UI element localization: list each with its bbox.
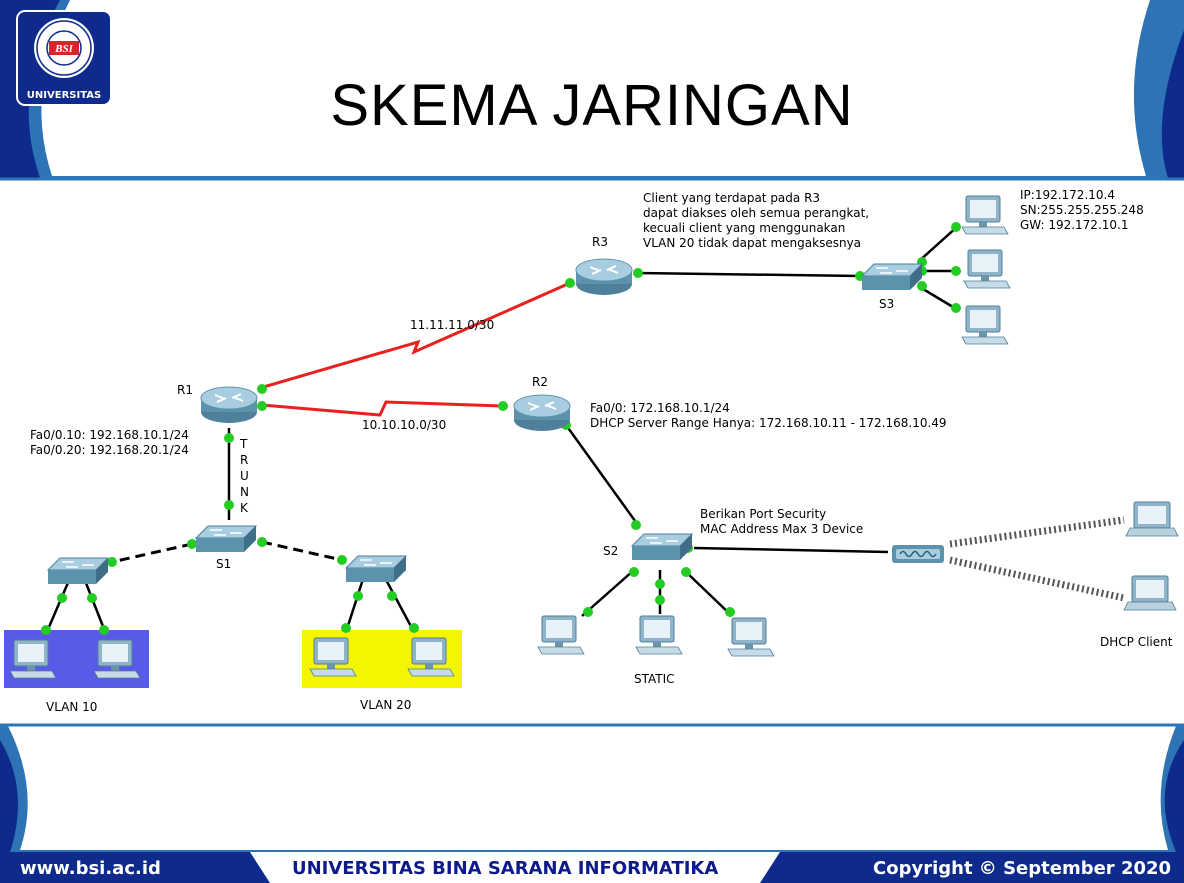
wireless-link-2 [949,556,1125,602]
svg-text:U: U [240,469,249,483]
network-diagram: R1 R2 R3 S1 S2 S3 11.11.11.0/30 10.10.10… [4,186,1179,714]
svg-text:MAC Address Max 3 Device: MAC Address Max 3 Device [700,522,863,536]
label-s2: S2 [603,544,618,558]
svg-text:SN:255.255.255.248: SN:255.255.255.248 [1020,203,1144,217]
switch-s3[interactable] [861,263,923,291]
pc-s3-1[interactable] [961,195,1009,235]
pc-static-1[interactable] [537,615,585,655]
link-swr-pc2 [382,575,416,633]
footer-website[interactable]: www.bsi.ac.id [20,858,161,879]
logo-caption: UNIVERSITAS [27,90,101,101]
wireless-link-1 [949,516,1125,548]
link-s1-sw-left [111,542,193,564]
link-swl-pc2 [82,577,108,635]
svg-text:DHCP Server Range Hanya: 172.1: DHCP Server Range Hanya: 172.168.10.11 -… [590,416,947,430]
link-r1-r3 [259,281,571,390]
footer-bar: www.bsi.ac.id UNIVERSITAS BINA SARANA IN… [0,852,1184,883]
label-r2: R2 [532,375,548,389]
router-r3[interactable] [575,258,633,296]
label-r1: R1 [177,383,193,397]
svg-text:VLAN 20 tidak dapat mengaksesn: VLAN 20 tidak dapat mengaksesnya [643,236,861,250]
link-swr-pc1 [344,575,366,633]
switch-vlan10[interactable] [47,557,109,585]
svg-text:T: T [239,437,248,451]
switch-s1[interactable] [195,525,257,553]
svg-text:IP:192.172.10.4: IP:192.172.10.4 [1020,188,1115,202]
bsi-logo: BSI UNIVERSITAS [16,10,112,106]
s3-ip-info: IP:192.172.10.4 SN:255.255.255.248 GW: 1… [1016,186,1158,234]
label-r3: R3 [592,235,608,249]
router-r1[interactable] [200,386,258,424]
page-title: SKEMA JARINGAN [330,73,854,138]
svg-text:N: N [240,485,249,499]
r3-note: Client yang terdapat pada R3 dapat diaks… [638,188,900,256]
logo-initials: BSI [54,43,73,55]
link-swl-pc1 [44,577,72,635]
pc-static-3[interactable] [727,617,775,657]
svg-text:Fa0/0.20: 192.168.20.1/24: Fa0/0.20: 192.168.20.1/24 [30,443,189,457]
svg-text:GW: 192.172.10.1: GW: 192.172.10.1 [1020,218,1128,232]
label-link-r1-r2: 10.10.10.0/30 [362,418,446,432]
access-point[interactable] [891,544,945,564]
label-vlan20: VLAN 20 [360,698,411,712]
link-r2-s2 [564,424,640,526]
pc-s3-2[interactable] [963,249,1011,289]
laptop-dhcp-1[interactable] [1125,501,1179,537]
label-link-r1-r3: 11.11.11.0/30 [410,318,494,332]
link-r1-r2 [261,400,503,417]
footer-university: UNIVERSITAS BINA SARANA INFORMATIKA [292,858,719,879]
label-static: STATIC [634,672,675,686]
svg-text:K: K [240,501,249,515]
link-s2-ap [693,546,889,554]
link-r3-s3 [637,271,861,278]
link-s3-pc1 [917,225,959,263]
label-s1: S1 [216,557,231,571]
pc-s3-3[interactable] [961,305,1009,345]
pc-static-2[interactable] [635,615,683,655]
link-s2-pc3 [683,569,733,617]
label-vlan10: VLAN 10 [46,700,97,714]
svg-text:Fa0/0: 172.168.10.1/24: Fa0/0: 172.168.10.1/24 [590,401,730,415]
label-s3: S3 [879,297,894,311]
r1-interface-info: Fa0/0.10: 192.168.10.1/24 Fa0/0.20: 192.… [30,428,189,457]
s2-port-security-note: Berikan Port Security MAC Address Max 3 … [696,504,888,536]
label-dhcp-client: DHCP Client [1100,635,1173,649]
link-s1-sw-right [261,540,343,562]
svg-text:Fa0/0.10: 192.168.10.1/24: Fa0/0.10: 192.168.10.1/24 [30,428,189,442]
svg-text:Berikan Port Security: Berikan Port Security [700,507,826,521]
laptop-dhcp-2[interactable] [1123,575,1177,611]
svg-text:kecuali client yang menggunaka: kecuali client yang menggunakan [643,221,845,235]
switch-s2[interactable] [631,533,693,561]
svg-text:Client yang terdapat pada R3: Client yang terdapat pada R3 [643,191,820,205]
r2-interface-info: Fa0/0: 172.168.10.1/24 DHCP Server Range… [586,398,992,432]
trunk-label: T R U N K [239,437,249,515]
footer-copyright: Copyright © September 2020 [873,858,1172,879]
svg-text:dapat diakses oleh semua peran: dapat diakses oleh semua perangkat, [643,206,869,220]
svg-text:R: R [240,453,248,467]
router-r2[interactable] [513,394,571,432]
switch-vlan20[interactable] [345,555,407,583]
